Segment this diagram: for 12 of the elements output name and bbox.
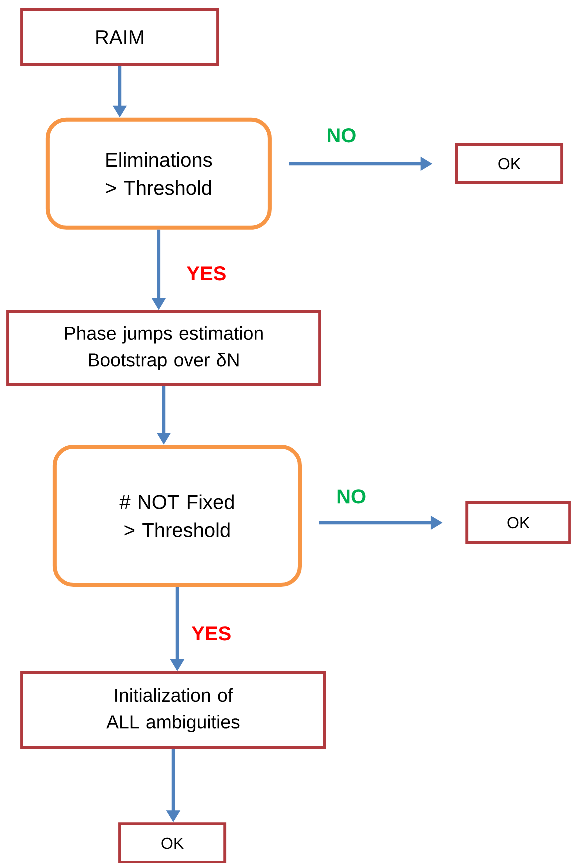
process-box: OK bbox=[118, 822, 227, 863]
edge-label: NO bbox=[338, 490, 366, 504]
process-box: RAIM bbox=[20, 8, 220, 66]
process-box: Phase jumps estimation Bootstrap over δN bbox=[6, 310, 322, 386]
decision-box: Eliminations > Threshold bbox=[46, 118, 272, 230]
edge-label: YES bbox=[192, 626, 231, 641]
process-box: OK bbox=[456, 144, 564, 184]
process-box: Initialization of ALL ambiguities bbox=[20, 672, 326, 750]
edge-label: NO bbox=[328, 128, 356, 143]
edge-label: YES bbox=[187, 266, 226, 281]
decision-box: # NOT Fixed > Threshold bbox=[52, 445, 302, 588]
process-box: OK bbox=[466, 502, 571, 544]
